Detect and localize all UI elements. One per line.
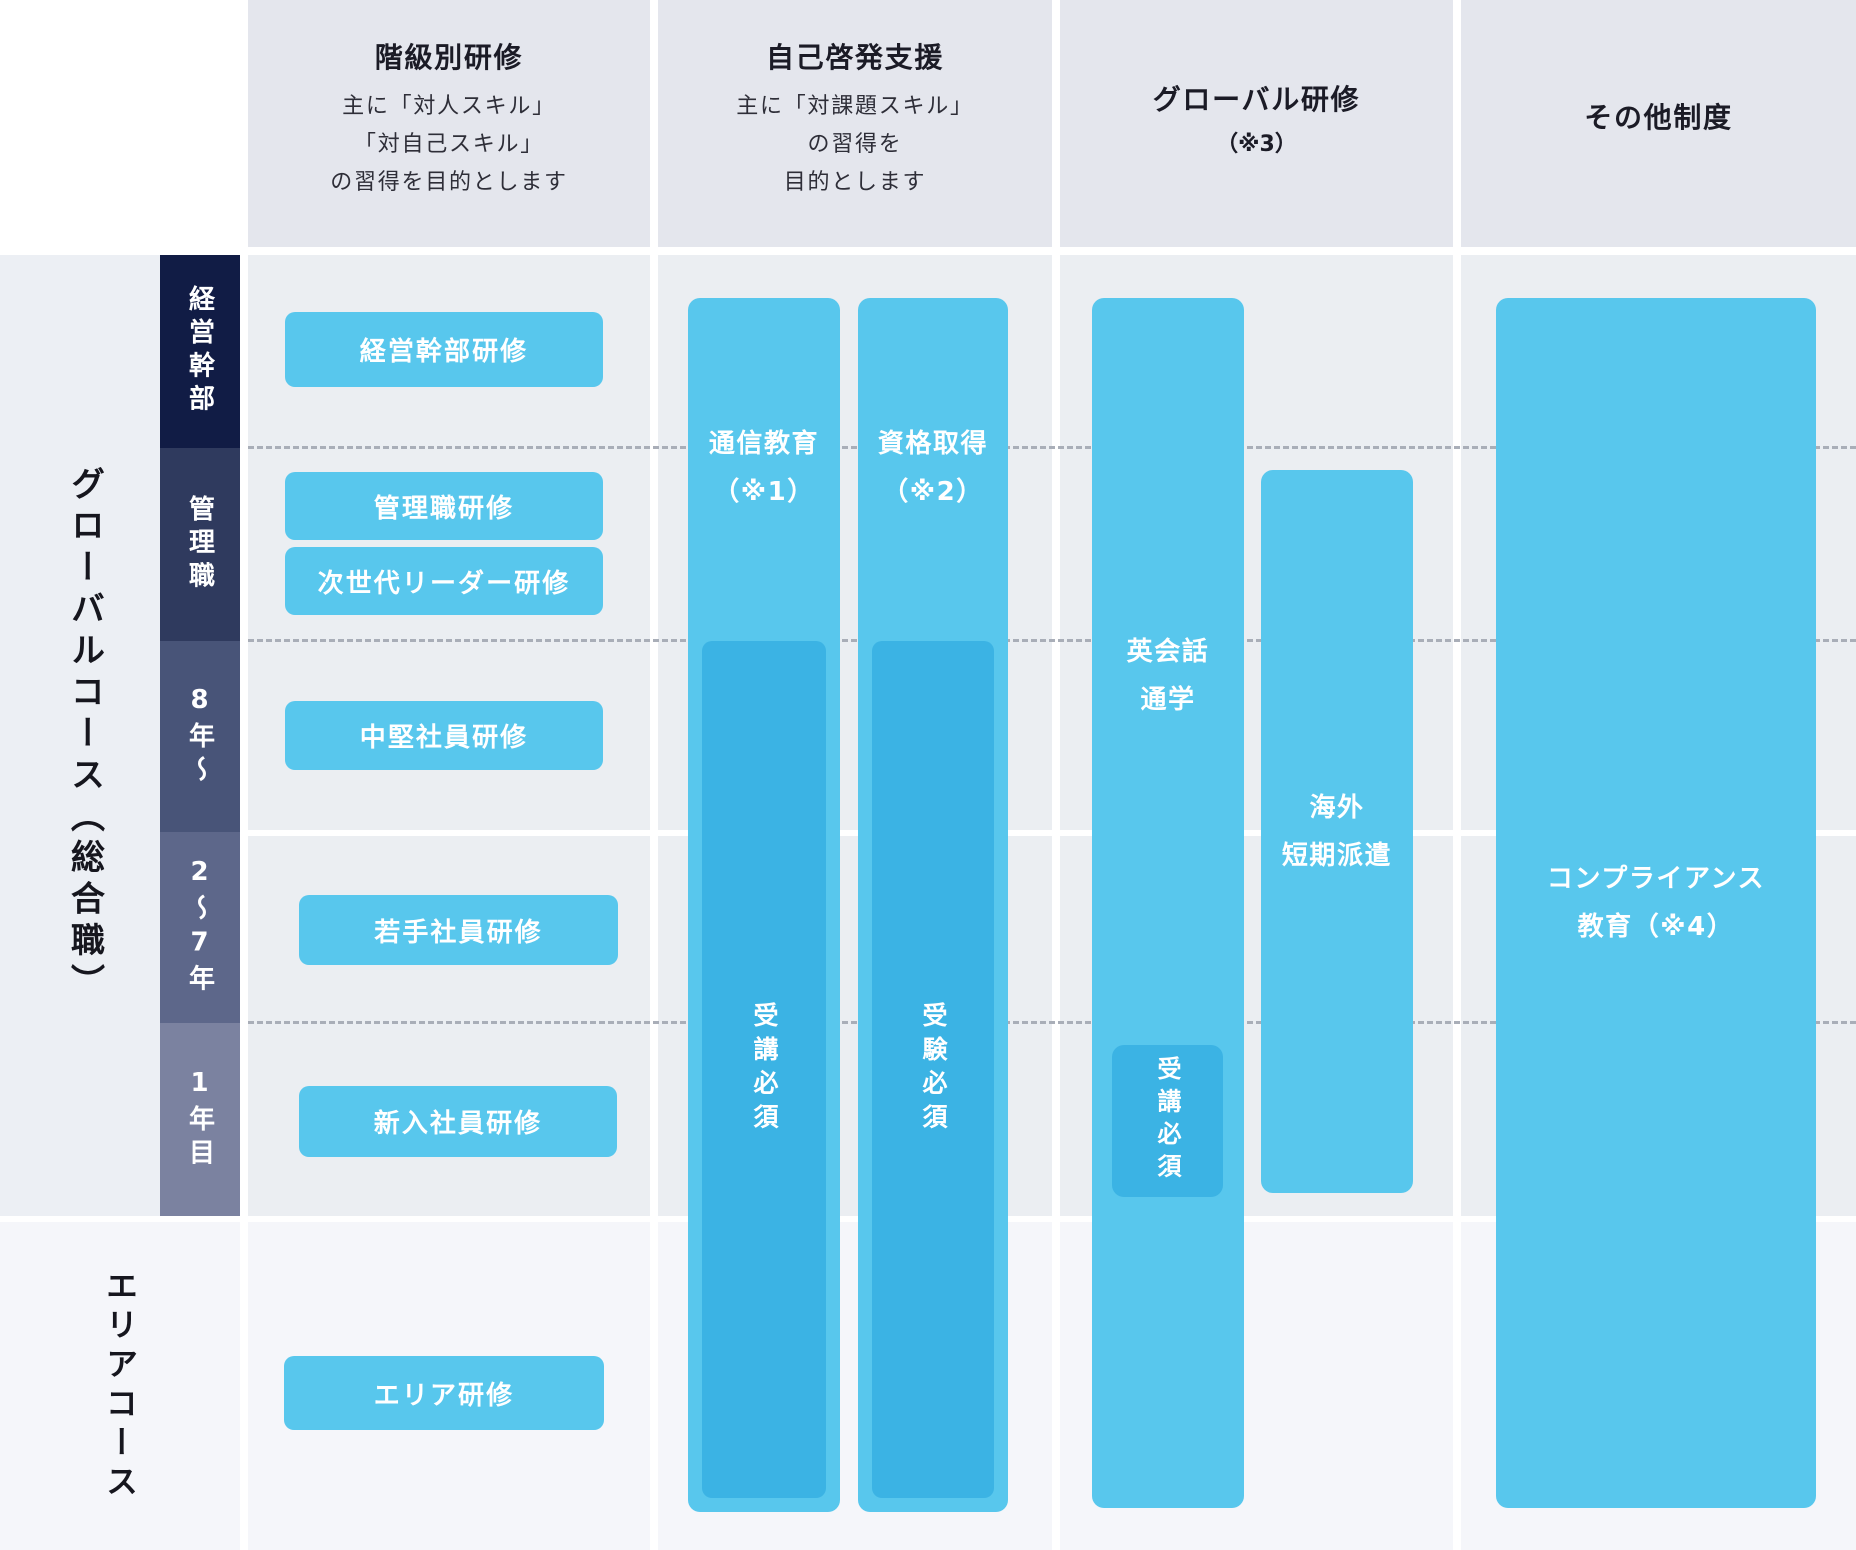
level-year8-label: 8年〜 bbox=[184, 684, 215, 789]
box-young-training: 若手社員研修 bbox=[299, 895, 618, 965]
level-year2to7: 2〜7年 bbox=[160, 832, 240, 1023]
header-selfdev-title: 自己啓発支援 bbox=[765, 41, 945, 74]
bar-overseas-line1: 海外 bbox=[1309, 792, 1365, 823]
row-divider-solid bbox=[248, 830, 1856, 836]
inner-qualification-required-label: 受験必須 bbox=[919, 1002, 948, 1137]
bar-correspondence-line1: 通信教育 bbox=[708, 429, 820, 459]
header-rank: 階級別研修 主に「対人スキル」 「対自己スキル」 の習得を目的とします bbox=[248, 36, 650, 202]
header-global-title: グローバル研修 bbox=[1152, 83, 1361, 116]
level-year1: 1年目 bbox=[160, 1023, 240, 1216]
header-rank-title: 階級別研修 bbox=[374, 41, 524, 74]
bar-compliance-line2: 教育（※4） bbox=[1577, 912, 1735, 942]
header-selfdev: 自己啓発支援 主に「対課題スキル」 の習得を 目的とします bbox=[658, 36, 1052, 202]
row-divider-dotted-2 bbox=[248, 639, 1856, 642]
header-other: その他制度 bbox=[1461, 96, 1856, 136]
header-selfdev-subtitle: 主に「対課題スキル」 の習得を 目的とします bbox=[736, 88, 974, 202]
header-selfdev-sub1: 主に「対課題スキル」 bbox=[736, 94, 974, 119]
level-year1-label: 1年目 bbox=[184, 1067, 215, 1172]
level-year2to7-label: 2〜7年 bbox=[184, 856, 215, 999]
bar-correspondence-label: 通信教育 （※1） bbox=[688, 420, 840, 516]
inner-correspondence-required-label: 受講必須 bbox=[750, 1002, 779, 1137]
bar-compliance-label: コンプライアンス 教育（※4） bbox=[1547, 855, 1765, 951]
inner-english-required: 受講必須 bbox=[1112, 1045, 1223, 1197]
box-next-leader-training: 次世代リーダー研修 bbox=[285, 547, 603, 615]
header-other-title: その他制度 bbox=[1584, 101, 1733, 134]
area-course-label-bg bbox=[0, 1222, 240, 1550]
bar-overseas-line2: 短期派遣 bbox=[1281, 840, 1393, 871]
global-course-label-bg bbox=[0, 255, 160, 1216]
bar-english-label: 英会話 通学 bbox=[1092, 628, 1244, 724]
level-manager-label: 管理職 bbox=[184, 494, 215, 595]
bar-overseas-label: 海外 短期派遣 bbox=[1282, 784, 1392, 880]
header-selfdev-sub2: の習得を bbox=[807, 132, 903, 157]
bar-english-school: 英会話 通学 受講必須 bbox=[1092, 298, 1244, 1508]
bar-compliance-line1: コンプライアンス bbox=[1546, 864, 1766, 894]
course-label-area: エリアコース bbox=[101, 1268, 139, 1504]
header-bg-rank bbox=[248, 0, 650, 247]
header-selfdev-sub3: 目的とします bbox=[783, 170, 927, 195]
header-bg-other bbox=[1461, 0, 1856, 247]
bar-qualification: 資格取得 （※2） 受験必須 bbox=[858, 298, 1008, 1512]
box-executive-training: 経営幹部研修 bbox=[285, 312, 603, 387]
header-rank-sub2: 「対自己スキル」 bbox=[353, 132, 545, 157]
bar-overseas-dispatch: 海外 短期派遣 bbox=[1261, 470, 1413, 1193]
bar-english-line1: 英会話 bbox=[1126, 637, 1210, 667]
bar-correspondence-education: 通信教育 （※1） 受講必須 bbox=[688, 298, 840, 1512]
header-global-note: （※3） bbox=[1216, 132, 1297, 157]
bar-qualification-label: 資格取得 （※2） bbox=[858, 420, 1008, 516]
bar-qualification-line2: （※2） bbox=[882, 477, 984, 507]
inner-correspondence-required: 受講必須 bbox=[702, 641, 826, 1498]
box-mid-training: 中堅社員研修 bbox=[285, 701, 603, 770]
bar-compliance-education: コンプライアンス 教育（※4） bbox=[1496, 298, 1816, 1508]
box-manager-training: 管理職研修 bbox=[285, 472, 603, 540]
header-rank-sub1: 主に「対人スキル」 bbox=[342, 94, 556, 119]
header-rank-sub3: の習得を目的とします bbox=[330, 170, 568, 195]
level-executive: 経営幹部 bbox=[160, 255, 240, 448]
header-global: グローバル研修 （※3） bbox=[1060, 78, 1453, 158]
inner-english-required-label: 受講必須 bbox=[1153, 1056, 1181, 1186]
bar-english-line2: 通学 bbox=[1140, 685, 1196, 715]
row-divider-dotted-1 bbox=[248, 446, 1856, 449]
level-executive-label: 経営幹部 bbox=[184, 284, 215, 419]
box-area-training: エリア研修 bbox=[284, 1356, 604, 1430]
course-label-global: グローバルコース（総合職） bbox=[64, 465, 105, 1006]
header-bg-global bbox=[1060, 0, 1453, 247]
level-manager: 管理職 bbox=[160, 448, 240, 641]
bar-correspondence-line2: （※1） bbox=[713, 477, 815, 507]
level-year8: 8年〜 bbox=[160, 641, 240, 832]
box-newcomer-training: 新入社員研修 bbox=[299, 1086, 617, 1157]
bar-qualification-line1: 資格取得 bbox=[877, 429, 989, 459]
row-divider-dotted-3 bbox=[248, 1021, 1856, 1024]
inner-qualification-required: 受験必須 bbox=[872, 641, 994, 1498]
header-bg-selfdev bbox=[658, 0, 1052, 247]
header-rank-subtitle: 主に「対人スキル」 「対自己スキル」 の習得を目的とします bbox=[330, 88, 568, 202]
